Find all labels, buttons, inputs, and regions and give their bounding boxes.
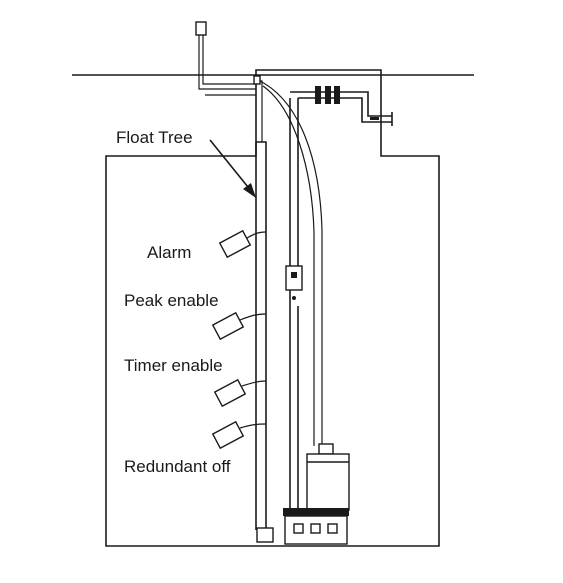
power-conduit-outer bbox=[198, 35, 256, 90]
basin-outline bbox=[105, 69, 440, 547]
union-fitting-left bbox=[315, 86, 321, 104]
intake-slot-1 bbox=[293, 523, 304, 534]
alarm-float-tether bbox=[246, 231, 267, 239]
redundant-off-float-icon bbox=[211, 420, 245, 450]
float-tree-cable bbox=[256, 80, 263, 142]
intake-slot-3 bbox=[327, 523, 338, 534]
float-tree-arrowhead bbox=[243, 183, 256, 198]
float-tree-weight bbox=[256, 527, 274, 543]
timer-enable-label: Timer enable bbox=[124, 356, 223, 375]
redundant-off-float-tether bbox=[239, 423, 267, 429]
alarm-float-icon bbox=[218, 229, 252, 259]
redundant-off-float bbox=[211, 420, 267, 450]
power-conduit-inner bbox=[202, 35, 256, 85]
peak-enable-float-tether bbox=[239, 313, 267, 321]
redundant-off-label: Redundant off bbox=[124, 457, 231, 476]
union-fitting-right bbox=[334, 86, 340, 104]
pump-cable-gland bbox=[318, 443, 334, 455]
union-fitting-center bbox=[325, 86, 331, 104]
float-tree-clamp bbox=[253, 75, 261, 85]
timer-enable-float bbox=[213, 378, 267, 408]
discharge-outlet-top bbox=[290, 91, 392, 117]
peak-enable-label: Peak enable bbox=[124, 291, 219, 310]
pump-base-plate bbox=[283, 508, 349, 516]
float-tree-pipe-right bbox=[256, 141, 267, 530]
outlet-mark bbox=[370, 117, 379, 120]
timer-enable-float-icon bbox=[213, 378, 247, 408]
timer-enable-float-tether bbox=[241, 380, 267, 387]
peak-enable-float-icon bbox=[211, 311, 245, 341]
pump-cable-inner bbox=[262, 85, 315, 446]
alarm-float bbox=[218, 229, 267, 259]
intake-slot-2 bbox=[310, 523, 321, 534]
check-valve-bolt bbox=[292, 296, 296, 300]
peak-enable-float bbox=[211, 311, 267, 341]
pump-cable-outer bbox=[257, 79, 323, 446]
check-valve-flap bbox=[291, 272, 297, 278]
float-tree-label: Float Tree bbox=[116, 128, 193, 147]
junction-box-icon bbox=[195, 21, 207, 36]
pump-body bbox=[306, 453, 350, 511]
float-tree-arrow bbox=[209, 139, 253, 193]
alarm-label: Alarm bbox=[147, 243, 191, 262]
